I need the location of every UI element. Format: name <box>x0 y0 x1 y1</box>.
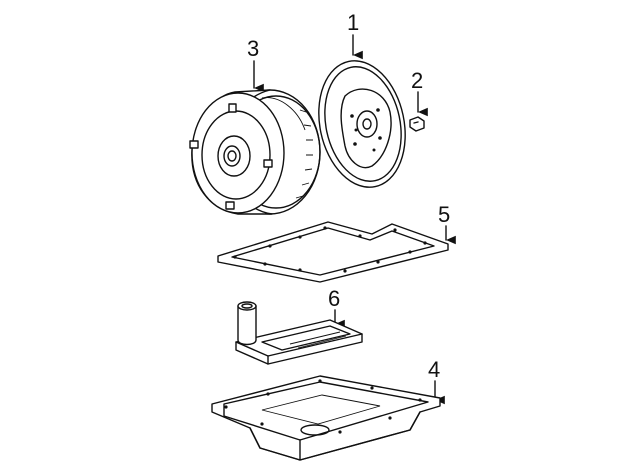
callout-2: 2 <box>411 68 428 117</box>
callout-6-label: 6 <box>328 286 340 311</box>
callout-3-label: 3 <box>247 36 259 61</box>
callout-5-label: 5 <box>438 202 450 227</box>
bolt-drawing <box>409 116 425 132</box>
callout-1: 1 <box>347 10 363 60</box>
callout-2-label: 2 <box>411 68 423 93</box>
oil-pan-drawing <box>211 375 441 461</box>
callout-3: 3 <box>247 36 264 93</box>
flexplate-drawing <box>318 60 406 188</box>
callout-4-label: 4 <box>428 357 440 382</box>
callout-6: 6 <box>328 286 345 329</box>
filter-drawing <box>235 301 363 365</box>
pan-gasket-drawing <box>217 221 449 283</box>
callout-4: 4 <box>428 357 445 405</box>
torque-converter-drawing <box>189 89 321 215</box>
callout-1-label: 1 <box>347 10 359 35</box>
callout-5: 5 <box>438 202 456 245</box>
